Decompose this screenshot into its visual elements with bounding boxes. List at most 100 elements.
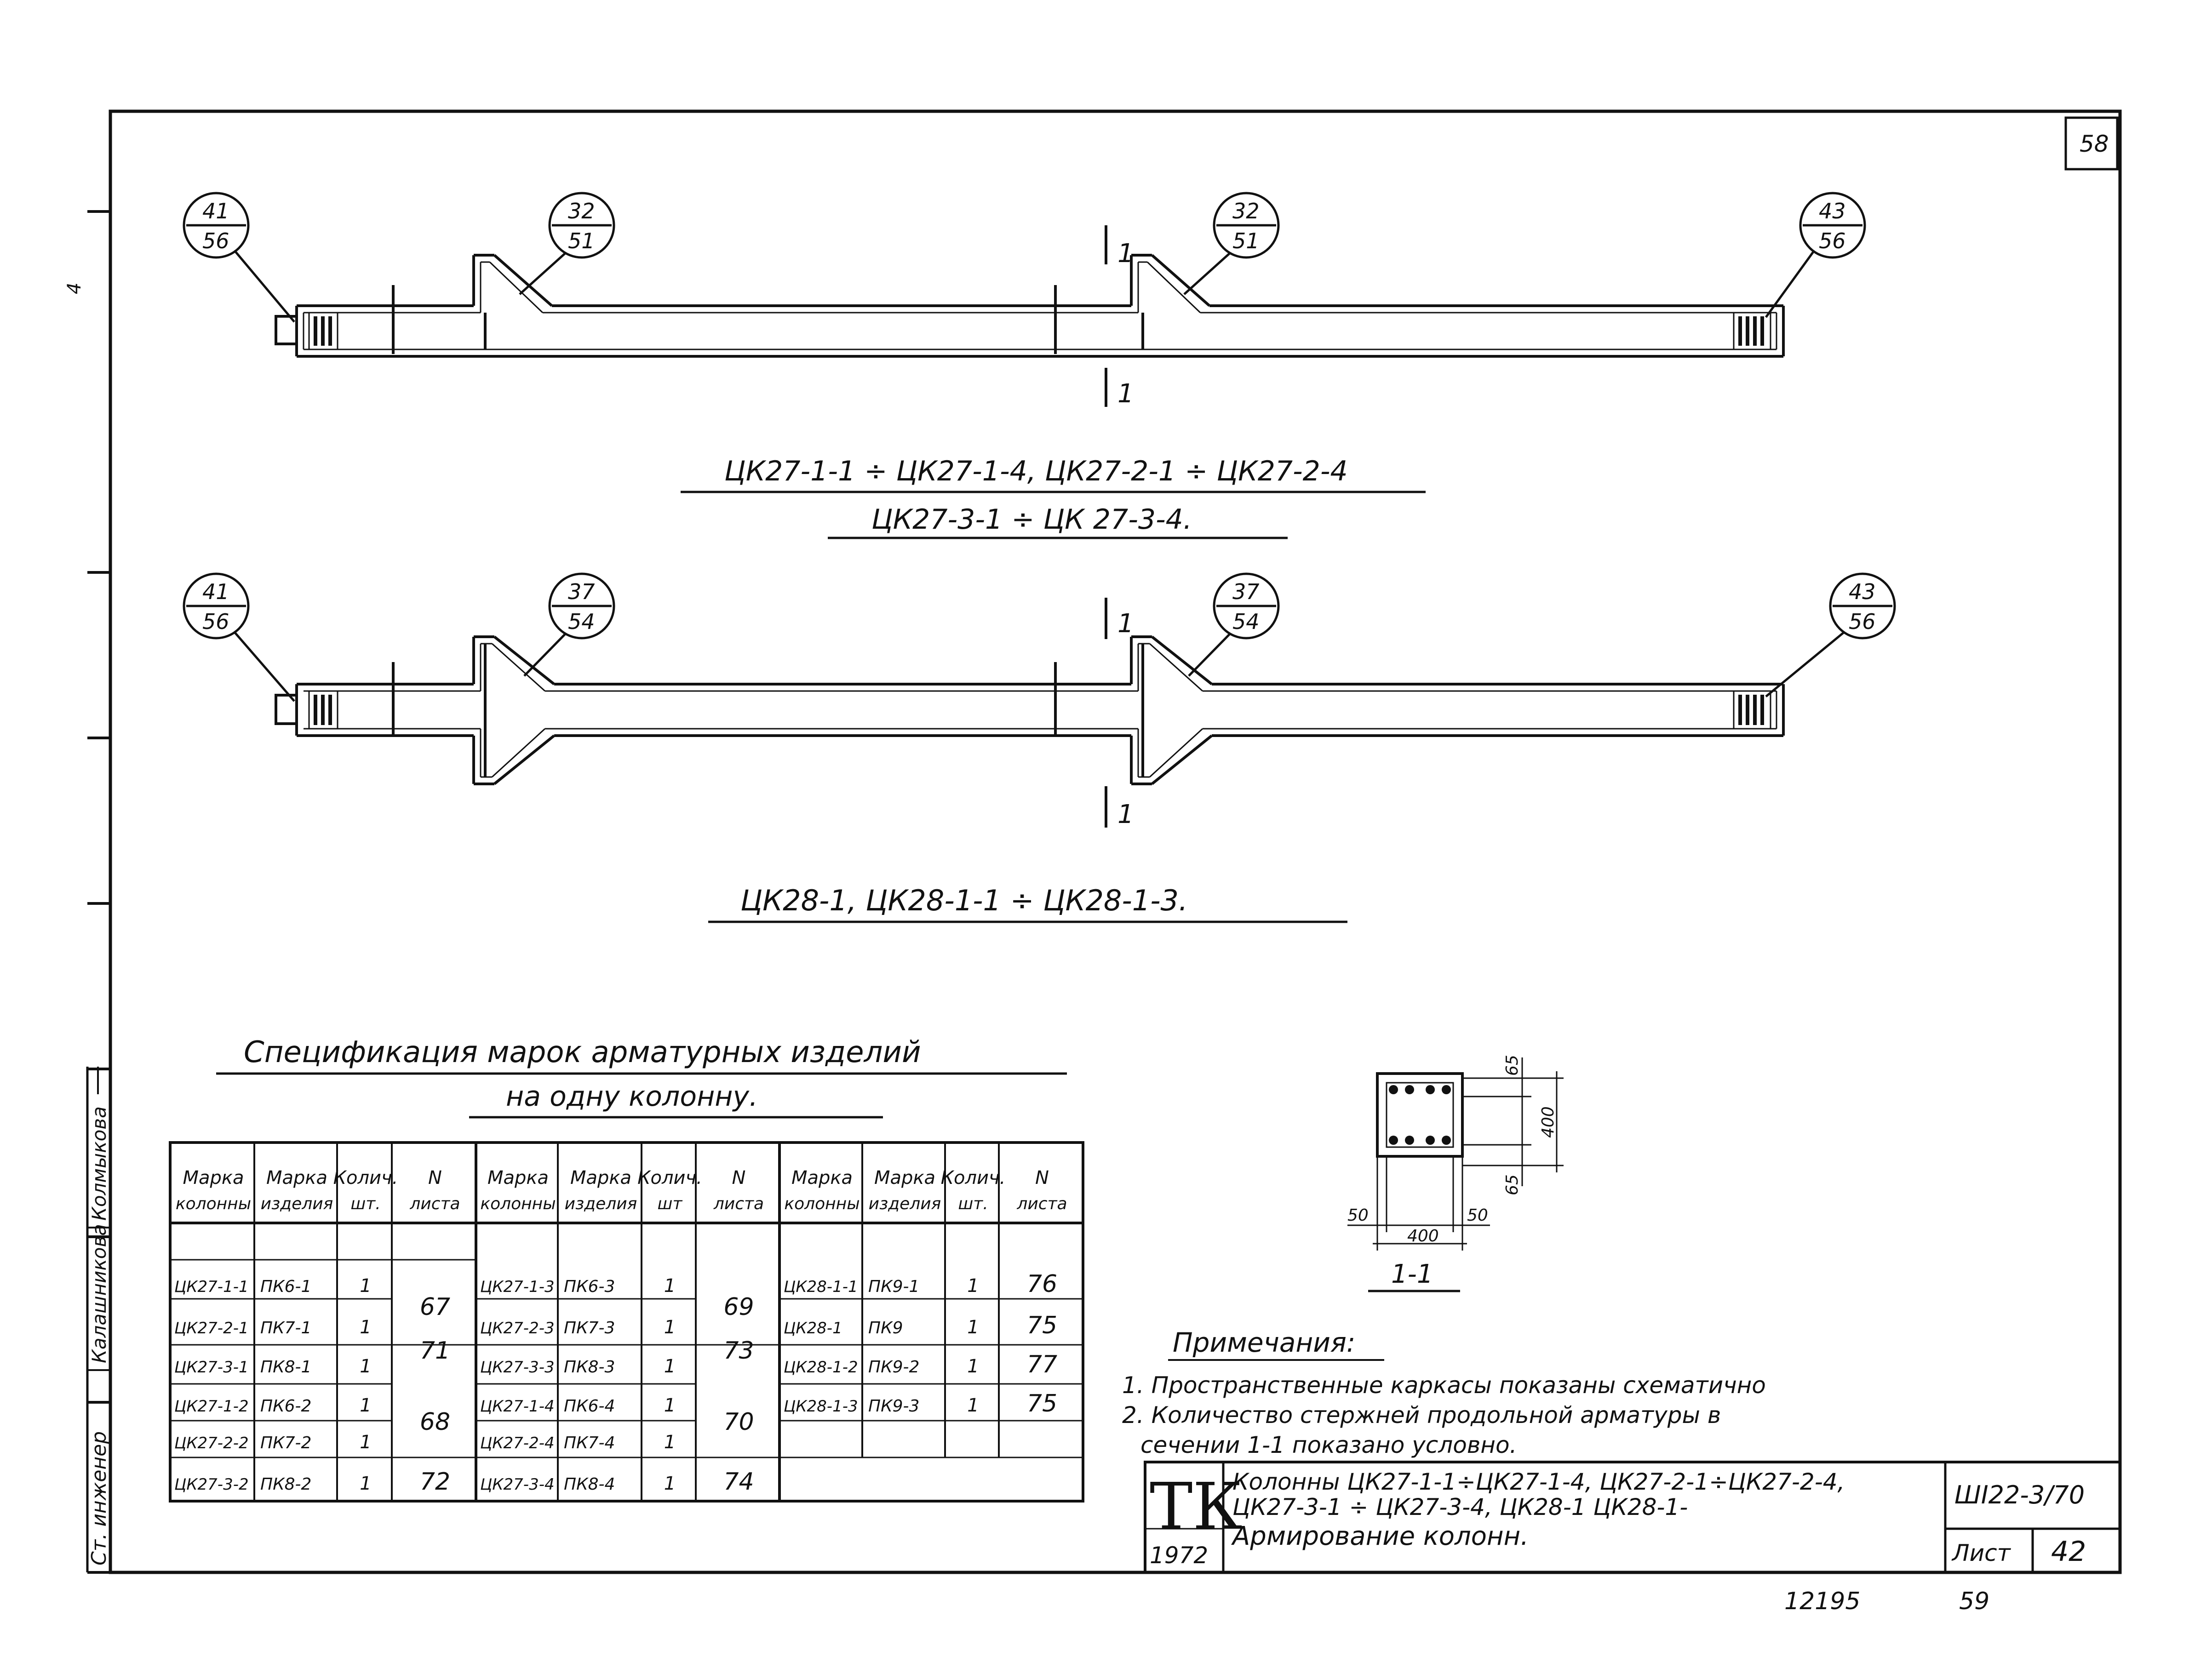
spec-group1-row-5-qty: 1 [360, 1473, 371, 1494]
section-label-2b: 1 [1117, 800, 1134, 829]
spec-group1-sheet-1: 71 [420, 1337, 450, 1365]
spec-group3-row-0-column: ЦК28-1-1 [784, 1278, 858, 1296]
spec-group2-sheet-0: 69 [723, 1293, 754, 1321]
spec-header-5-line1: Марка [570, 1167, 631, 1188]
margin-name-2: Колмыкова [88, 1106, 110, 1221]
spec-group2-row-0-qty: 1 [664, 1275, 676, 1297]
section-bars [1389, 1085, 1451, 1145]
title-block [1144, 1461, 2121, 1574]
spec-group1-row-3-qty: 1 [360, 1395, 371, 1416]
spec-group2-row-4-item: ПК7-4 [564, 1434, 615, 1452]
spec-header-11-line1: N [1035, 1167, 1049, 1188]
column-elevation-1 [275, 254, 1785, 358]
section-label-1a: 1 [1117, 239, 1134, 269]
spec-group1-row-0-item: ПК6-1 [260, 1277, 311, 1296]
spec-group1-row-1-column: ЦК27-2-1 [174, 1319, 249, 1337]
callout-2-4-top: 43 [1849, 579, 1876, 604]
spec-group3-row-0-qty: 1 [967, 1275, 979, 1297]
spec-header-5-line2: изделия [565, 1194, 637, 1213]
callout-1-1-top: 41 [202, 199, 229, 223]
footer-inventory: 12195 [1784, 1588, 1860, 1615]
callouts-1 [183, 192, 1866, 323]
spec-group1-row-3-item: ПК6-2 [260, 1397, 311, 1416]
spec-group1-row-5-item: ПК8-2 [260, 1475, 311, 1494]
section-label-2a: 1 [1117, 609, 1134, 639]
spec-header-10-line1: Колич. [941, 1167, 1006, 1188]
spec-group2-row-5-column: ЦК27-3-4 [480, 1475, 555, 1494]
spec-header-1-line2: изделия [261, 1194, 333, 1213]
stamp-year: 1972 [1150, 1542, 1208, 1569]
drawing2-caption: ЦК28-1, ЦК28-1-1 ÷ ЦК28-1-3. [740, 884, 1188, 917]
section-view-label: 1-1 [1391, 1259, 1433, 1289]
spec-group2-row-1-item: ПК7-3 [564, 1319, 615, 1337]
spec-header-7-line1: N [732, 1167, 746, 1188]
spec-group2-row-2-item: ПК8-3 [564, 1358, 615, 1377]
callouts-2 [183, 572, 1896, 702]
spec-group1-row-4-item: ПК7-2 [260, 1434, 311, 1452]
notes-title: Примечания: [1173, 1327, 1355, 1358]
callout-2-4-bottom: 56 [1849, 609, 1876, 634]
spec-group1-sheet-0: 67 [420, 1293, 450, 1321]
callout-1-1-bottom: 56 [202, 229, 229, 253]
spec-group2-row-5-qty: 1 [664, 1473, 676, 1494]
spec-header-9-line1: Марка [874, 1167, 935, 1188]
spec-group2-row-2-qty: 1 [664, 1356, 676, 1377]
sheet-number-box [2064, 116, 2119, 171]
spec-group1-sheet-3: 72 [420, 1468, 450, 1496]
column-elevation-2 [275, 635, 1785, 785]
spec-group2-row-1-qty: 1 [664, 1317, 676, 1338]
spec-header-2-line1: Колич. [333, 1167, 398, 1188]
spec-group3-row-1-qty: 1 [967, 1317, 979, 1338]
spec-group1-row-1-item: ПК7-1 [260, 1319, 311, 1337]
margin-signatures: Ст. инженер Калашникова Колмыкова [86, 1067, 111, 1572]
spec-group1-row-1-qty: 1 [360, 1317, 371, 1338]
spec-group2-row-3-item: ПК6-4 [564, 1397, 615, 1416]
spec-header-7-line2: листа [713, 1194, 764, 1213]
spec-group1-row-5-column: ЦК27-3-2 [174, 1475, 249, 1494]
spec-group1-row-2-column: ЦК27-3-1 [174, 1358, 249, 1377]
dim-side-left: 50 [1347, 1206, 1369, 1225]
spec-header-0-line2: колонны [176, 1194, 251, 1213]
end-mesh-1 [308, 312, 1771, 350]
spec-group3-row-0-item: ПК9-1 [868, 1277, 919, 1296]
callout-1-2-top: 32 [568, 199, 595, 223]
spec-group3-row-0-sheet: 76 [1027, 1270, 1057, 1298]
spec-group2-sheet-3: 74 [723, 1468, 754, 1496]
spec-header-10-line2: шт. [958, 1194, 988, 1213]
callout-2-2-top: 37 [568, 579, 595, 604]
stamp-sheet-label: Лист [1951, 1540, 2011, 1566]
spec-group2-row-0-item: ПК6-3 [564, 1277, 615, 1296]
spec-group2-row-3-qty: 1 [664, 1395, 676, 1416]
dim-cover-top: 65 [1503, 1055, 1522, 1076]
spec-header-8-line2: колонны [784, 1194, 860, 1213]
spec-group2-row-2-column: ЦК27-3-3 [480, 1358, 555, 1377]
spec-group1-row-2-item: ПК8-1 [260, 1358, 311, 1377]
spec-group1-row-3-column: ЦК27-1-2 [174, 1397, 249, 1416]
spec-header-3-line1: N [428, 1167, 442, 1188]
spec-group3-row-3-column: ЦК28-1-3 [784, 1397, 858, 1416]
dim-width: 400 [1407, 1227, 1439, 1246]
spec-table-grid [169, 1141, 1084, 1503]
spec-header-4-line2: колонны [480, 1194, 556, 1213]
spec-group1-row-0-qty: 1 [360, 1275, 371, 1297]
callout-1-4-bottom: 56 [1819, 229, 1846, 253]
spec-header-0-line1: Марка [183, 1167, 244, 1188]
spec-group2-row-4-qty: 1 [664, 1432, 676, 1453]
callout-2-2-bottom: 54 [568, 609, 595, 634]
spec-group2-sheet-1: 73 [723, 1337, 754, 1365]
note-1: 1. Пространственные каркасы показаны схе… [1122, 1372, 1766, 1399]
note-2: 2. Количество стержней продольной армату… [1122, 1402, 1721, 1428]
spec-group2-sheet-2: 70 [723, 1408, 754, 1436]
spec-group3-row-3-sheet: 75 [1027, 1390, 1057, 1417]
callout-2-3-bottom: 54 [1232, 609, 1260, 634]
spec-group3-row-1-column: ЦК28-1 [784, 1319, 842, 1337]
spec-header-4-line1: Марка [487, 1167, 549, 1188]
spec-header-6-line2: шт [658, 1194, 683, 1213]
section-label-1b: 1 [1117, 379, 1134, 409]
dim-height: 400 [1539, 1106, 1558, 1138]
callout-2-1-bottom: 56 [202, 609, 229, 634]
dim-cover-bottom: 65 [1503, 1174, 1522, 1195]
stamp-logo: ТК [1150, 1469, 1243, 1544]
